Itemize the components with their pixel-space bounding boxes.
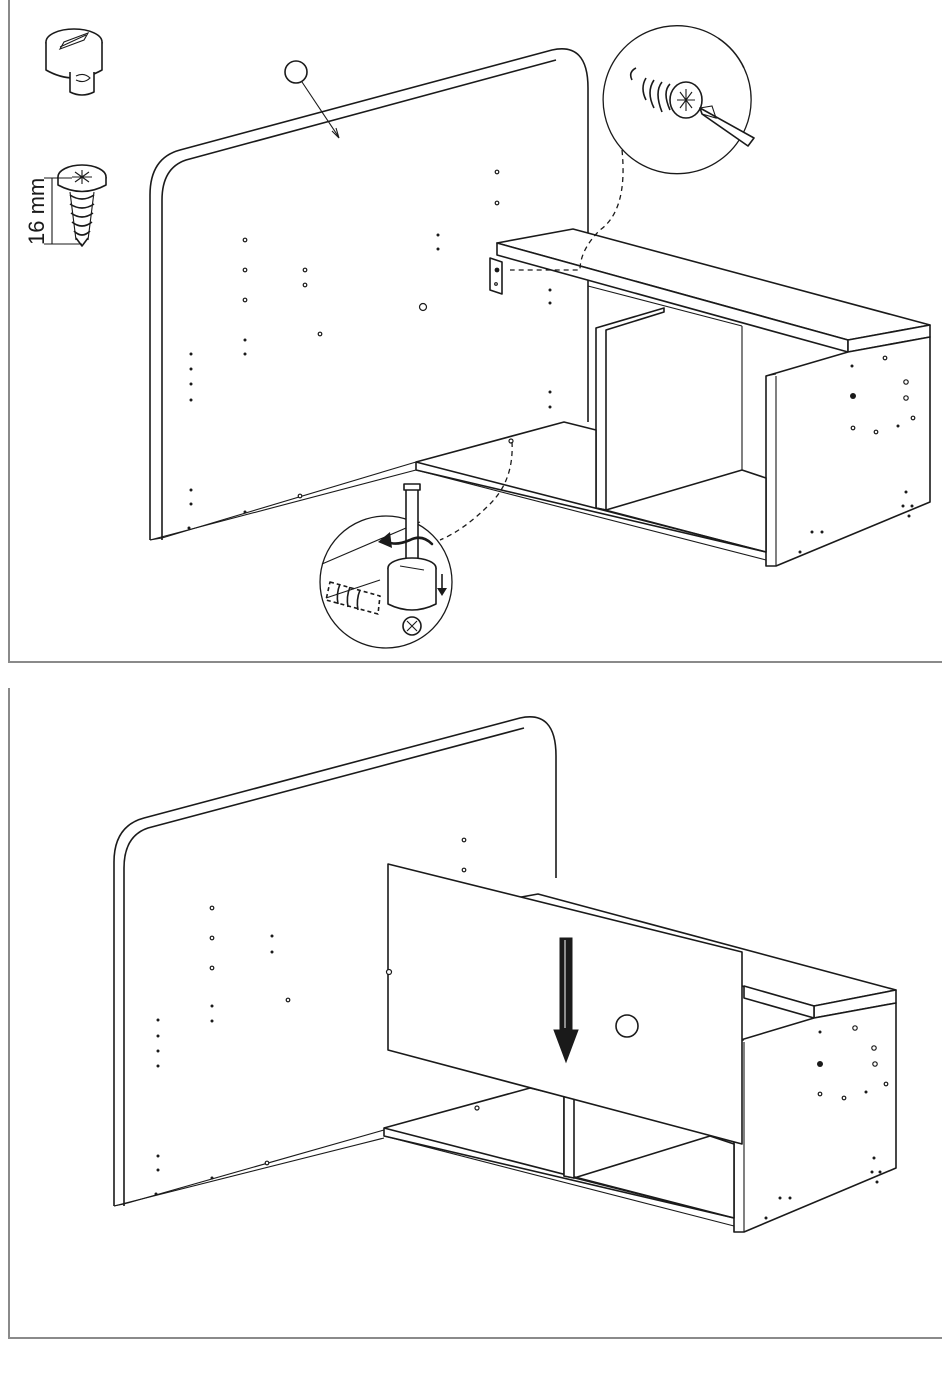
screw-icon <box>44 165 106 246</box>
screw-length-label: 16 mm <box>24 178 49 245</box>
cam-lock-fitting-icon <box>46 29 102 95</box>
screw-detail-callout <box>603 26 754 174</box>
cam-lock-detail-callout <box>320 484 452 648</box>
cam-lock-detail-screwdriver-icon <box>404 484 420 566</box>
cam-lock-detail-cam-icon <box>388 558 436 610</box>
